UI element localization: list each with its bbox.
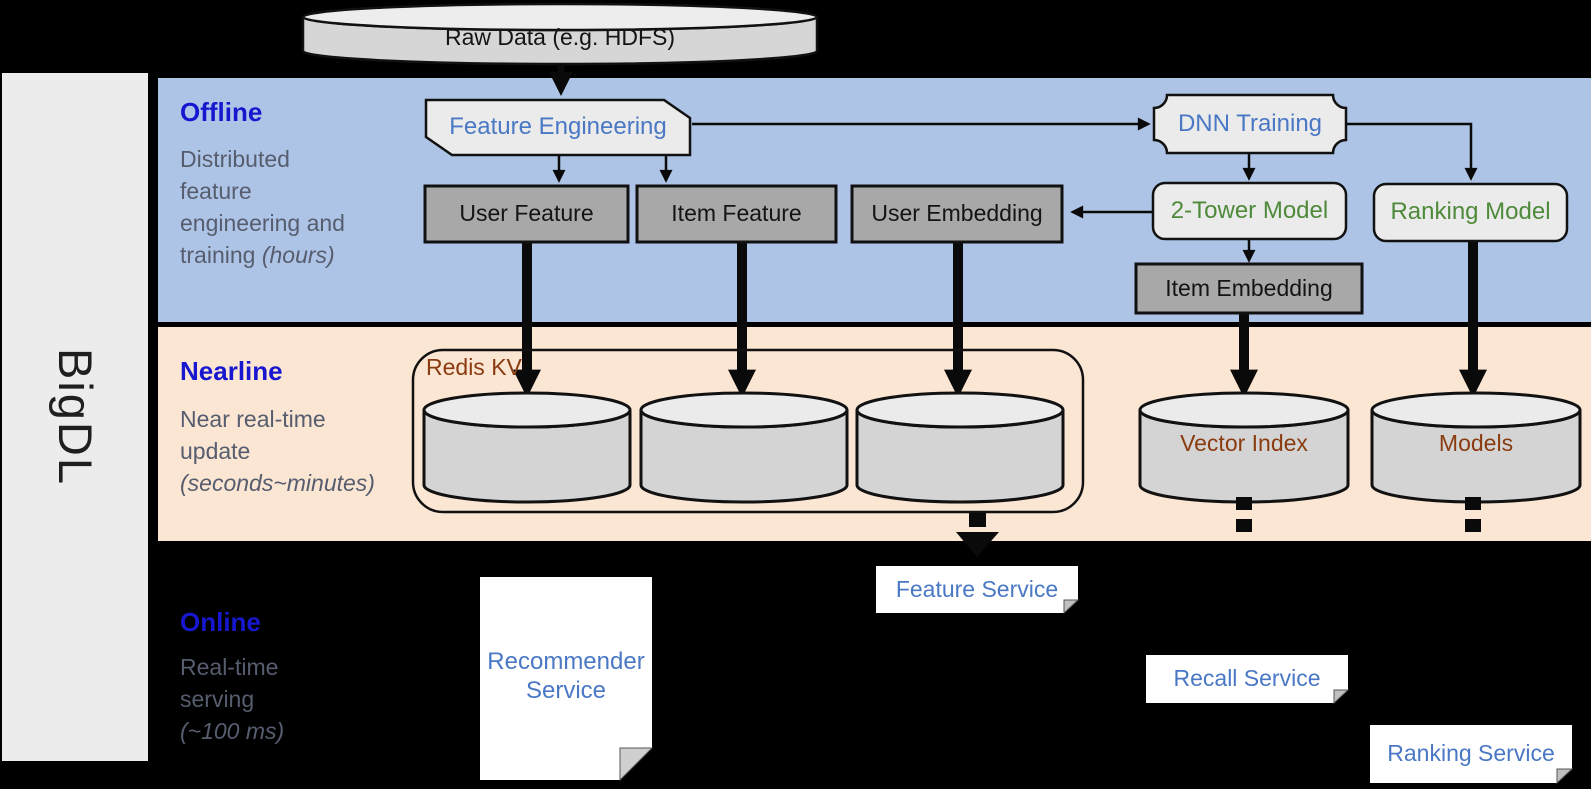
raw-data-label: Raw Data (e.g. HDFS) — [444, 24, 676, 51]
recall-service-card — [1146, 655, 1350, 705]
recall-service-label: Recall Service — [1173, 665, 1321, 692]
redis-cylinder-2 — [639, 391, 849, 504]
user-embedding-box — [850, 184, 1064, 244]
dnn-training-label: DNN Training — [1177, 109, 1323, 137]
redis-kv-label: Redis KV — [426, 354, 522, 381]
vector-index-cylinder — [1138, 391, 1350, 504]
nearline-section-title: Nearline — [180, 356, 283, 387]
item-embedding-label: Item Embedding — [1165, 274, 1333, 301]
bigdl-label: BigDL — [49, 347, 103, 486]
ranking-model-box — [1372, 182, 1569, 243]
models-cylinder — [1370, 391, 1582, 504]
recommender-service-label: Recommender Service — [487, 648, 645, 704]
models-label: Models — [1438, 430, 1514, 457]
online-section-title: Online — [180, 607, 261, 638]
dashed-connector-vector-index-to-recall-service — [1236, 497, 1252, 532]
ranking-service-card — [1370, 725, 1574, 785]
offline-section-description: Distributed feature engineering and trai… — [180, 146, 345, 268]
redis-kv-container — [411, 348, 1085, 514]
online-section-description: Real-time serving (~100 ms) — [180, 654, 285, 744]
feature-engineering-label: Feature Engineering — [449, 113, 667, 141]
arrow-dnn-training-to-ranking-model — [1346, 122, 1478, 181]
raw-data-cylinder — [301, 2, 819, 66]
item-feature-label: Item Feature — [671, 200, 802, 227]
item-feature-box — [635, 184, 838, 244]
dnn-training-shape — [1152, 93, 1348, 155]
arrow-kv-to-feature-service — [956, 513, 999, 557]
user-feature-box — [423, 184, 630, 244]
vector-index-label: Vector Index — [1180, 430, 1308, 457]
ranking-model-label: Ranking Model — [1390, 198, 1551, 226]
item-embedding-box — [1134, 262, 1364, 315]
bigdl-brand: BigDL — [2, 73, 148, 761]
user-embedding-label: User Embedding — [871, 200, 1043, 227]
bigdl-sidebar — [2, 73, 148, 761]
dashed-connector-models-to-ranking-service — [1465, 497, 1481, 532]
feature-service-label: Feature Service — [895, 575, 1059, 602]
ranking-service-label: Ranking Service — [1387, 740, 1555, 767]
redis-cylinder-3 — [855, 391, 1065, 504]
two-tower-model-box — [1151, 181, 1348, 241]
recommender-service-document — [480, 577, 654, 782]
user-feature-label: User Feature — [459, 200, 594, 227]
two-tower-model-label: 2-Tower Model — [1170, 196, 1329, 224]
feature-service-card — [876, 566, 1080, 615]
redis-cylinder-1 — [422, 391, 632, 504]
feature-engineering-shape — [424, 98, 692, 157]
nearline-section-description: Near real-time update (seconds~minutes) — [180, 406, 375, 496]
offline-section-title: Offline — [180, 97, 263, 128]
